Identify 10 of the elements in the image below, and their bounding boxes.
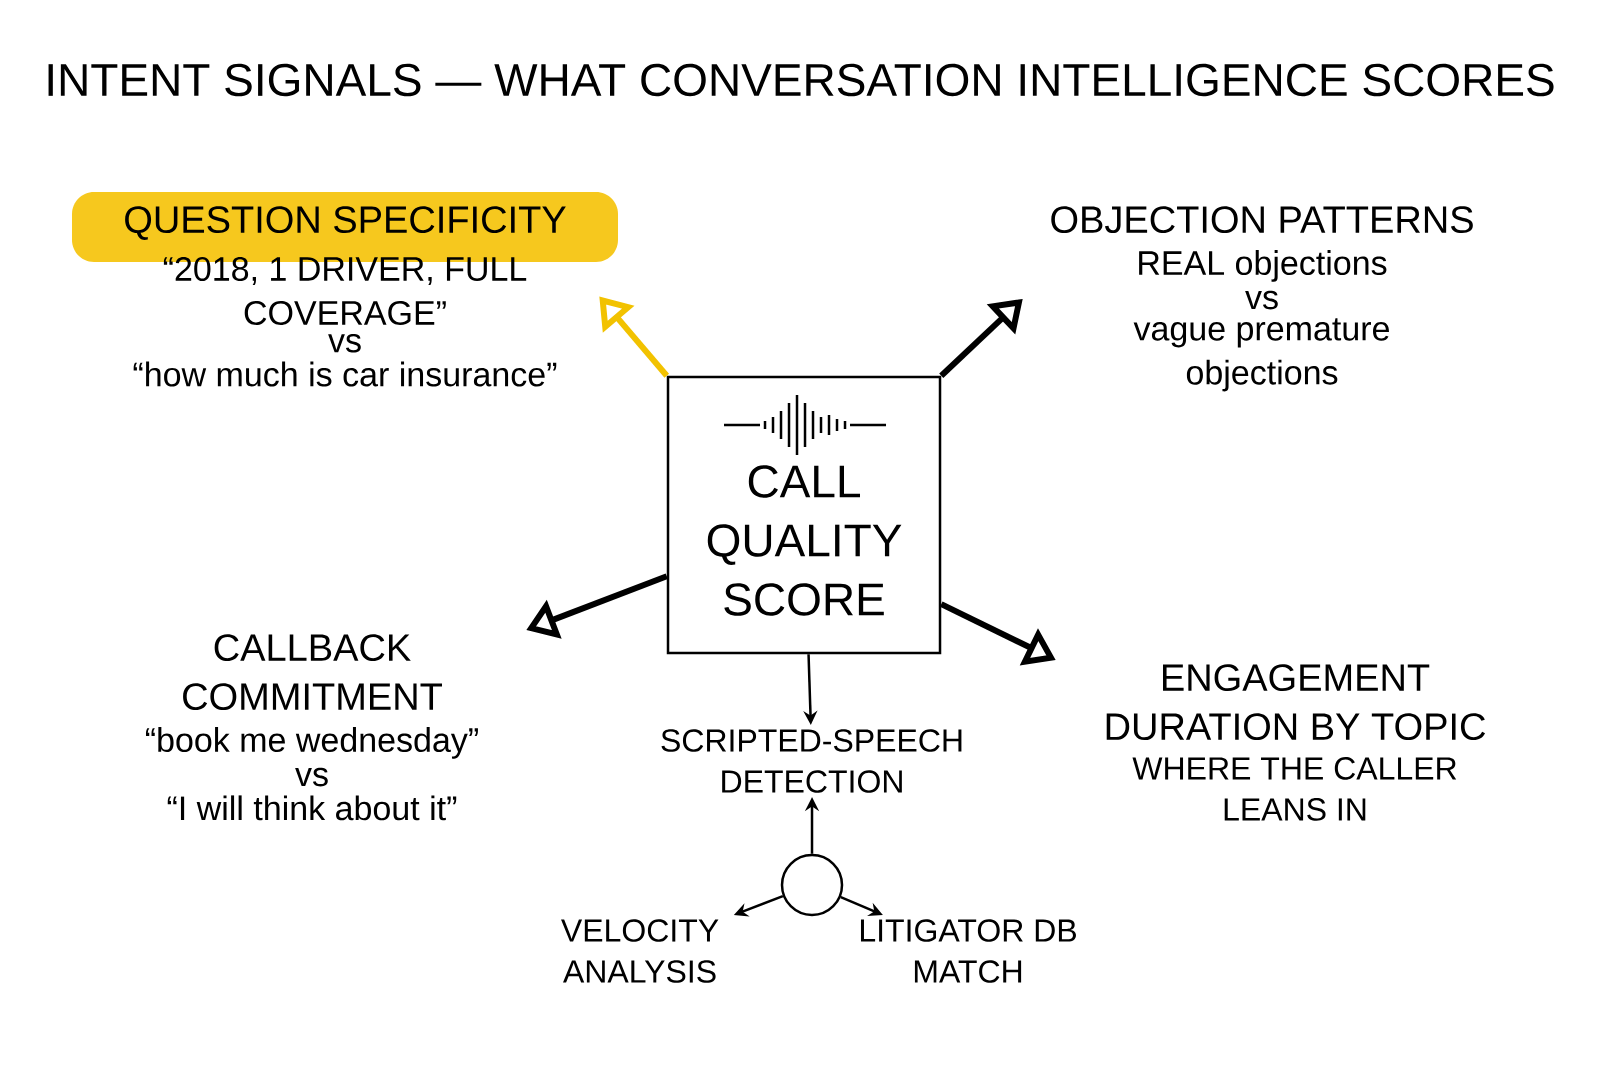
title: INTENT SIGNALS — WHAT CONVERSATION INTELLIGENCE SCORES bbox=[48, 63, 1554, 97]
signal-text: OBJECTION PATTERNS REAL objections vs vague premature objections bbox=[1051, 206, 1473, 392]
signal-text: LITIGATOR DB MATCH bbox=[861, 919, 1076, 983]
hub-circle bbox=[780, 853, 844, 917]
signal-text: VELOCITY ANALYSIS bbox=[561, 919, 719, 983]
signal-text: SCRIPTED-SPEECH DETECTION bbox=[661, 729, 962, 793]
signal-text: QUESTION SPECIFICITY “2018, 1 DRIVER, FULL COVERAGE” vs “how much is car insurance” bbox=[125, 206, 566, 387]
signal-text: CALLBACK COMMITMENT “book me wednesday” vs “I will think about it” bbox=[146, 634, 478, 821]
score-box: CALL QUALITY SCORE bbox=[666, 375, 942, 655]
signal-text: ENGAGEMENT DURATION BY TOPIC WHERE THE CALLER LEANS IN bbox=[1106, 664, 1486, 821]
